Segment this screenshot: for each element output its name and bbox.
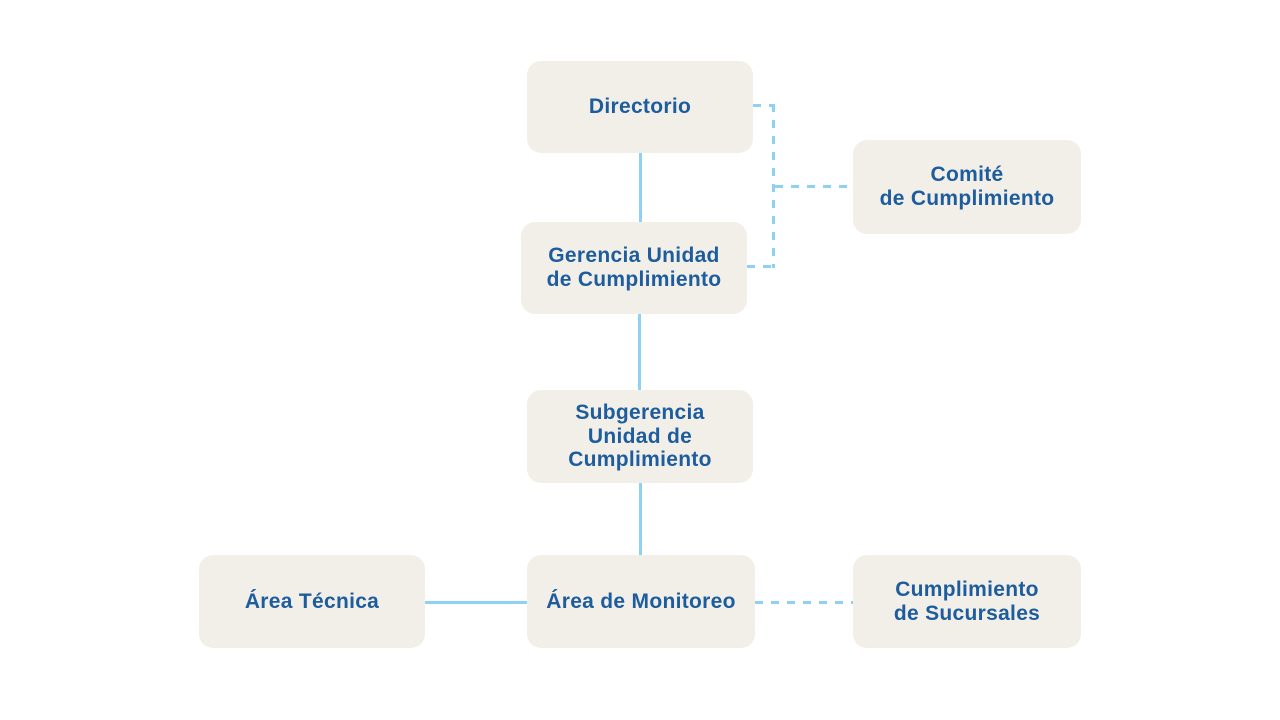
node-comite-label: Comité de Cumplimiento	[879, 163, 1055, 210]
node-area-monitoreo-label: Área de Monitoreo	[546, 589, 736, 613]
node-gerencia-unidad-cumplimiento: Gerencia Unidad de Cumplimiento	[521, 222, 747, 314]
node-subgerencia-unidad-cumplimiento: Subgerencia Unidad de Cumplimiento	[527, 390, 753, 483]
connector-dashed-gerencia-stub	[747, 265, 775, 268]
node-area-tecnica-label: Área Técnica	[244, 589, 380, 613]
connector-dashed-vertical	[772, 104, 775, 268]
node-subgerencia-label: Subgerencia Unidad de Cumplimiento	[568, 400, 712, 472]
node-area-de-monitoreo: Área de Monitoreo	[527, 555, 755, 648]
node-cumplimiento-de-sucursales: Cumplimiento de Sucursales	[853, 555, 1081, 648]
connector-subgerencia-monitoreo	[639, 483, 642, 555]
connector-directorio-gerencia	[639, 153, 642, 222]
node-directorio: Directorio	[527, 61, 753, 153]
connector-dashed-monitoreo-sucursales	[755, 601, 853, 604]
connector-dashed-directorio-stub	[753, 104, 775, 107]
node-comite-de-cumplimiento: Comité de Cumplimiento	[853, 140, 1081, 234]
connector-dashed-to-comite	[775, 185, 853, 188]
node-directorio-label: Directorio	[588, 95, 692, 119]
connector-gerencia-subgerencia	[638, 314, 641, 390]
node-cumplimiento-sucursales-label: Cumplimiento de Sucursales	[893, 577, 1041, 625]
connector-tecnica-monitoreo	[425, 601, 527, 604]
node-gerencia-label: Gerencia Unidad de Cumplimiento	[546, 244, 722, 291]
node-area-tecnica: Área Técnica	[199, 555, 425, 648]
